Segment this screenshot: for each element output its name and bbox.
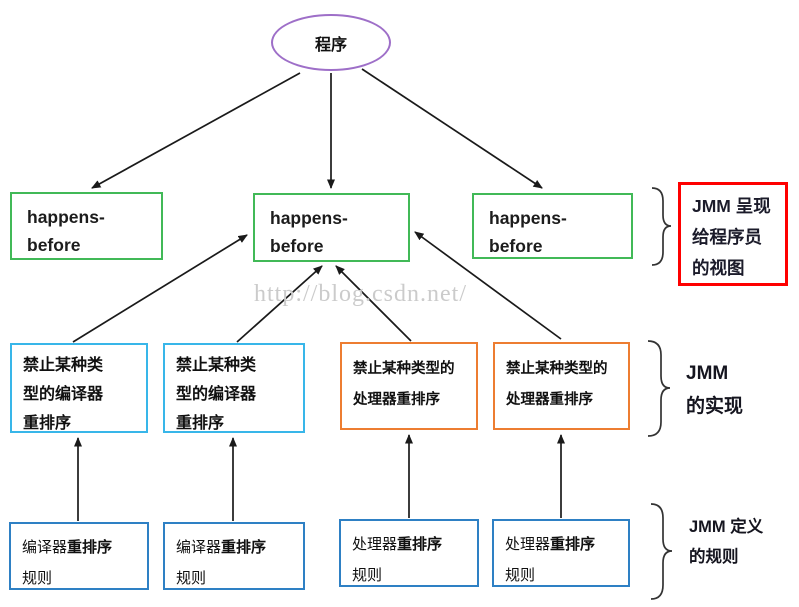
rule2-line1: 编译器重排序 xyxy=(176,532,303,563)
impl2-line2: 型的编译器 xyxy=(176,386,257,403)
impl-label-line1: JMM xyxy=(686,363,729,384)
impl-annotation: JMM 的实现 xyxy=(686,357,743,423)
impl2-line1: 禁止某种类 xyxy=(176,357,257,374)
processor-reorder-impl-box-2: 禁止某种类型的 处理器重排序 xyxy=(493,342,630,430)
happens-before-box-1: happens- before xyxy=(10,192,163,260)
rule4-line1: 处理器重排序 xyxy=(505,529,628,560)
rule1-line2: 规则 xyxy=(22,570,53,587)
view-line2: 给程序员 xyxy=(692,227,762,247)
view-annotation-box: JMM 呈现 给程序员 的视图 xyxy=(678,182,788,286)
hb2-line2: before xyxy=(270,236,324,256)
rule4-line2: 规则 xyxy=(505,567,536,584)
rules-label-line2: 的规则 xyxy=(689,548,739,566)
view-line3: 的视图 xyxy=(692,258,745,278)
rule3-pre: 处理器 xyxy=(352,536,398,553)
watermark: http://blog.csdn.net/ xyxy=(254,281,467,307)
view-line1: JMM 呈现 xyxy=(692,196,771,216)
rule4-pre: 处理器 xyxy=(505,536,551,553)
hb1-line2: before xyxy=(27,235,81,255)
rule3-line1: 处理器重排序 xyxy=(352,529,477,560)
brace-view xyxy=(651,187,672,266)
rule3-bold: 重排序 xyxy=(397,536,443,553)
impl1-line3: 重排序 xyxy=(23,415,72,432)
rule1-bold: 重排序 xyxy=(67,539,113,556)
rules-label-line1: JMM 定义 xyxy=(689,518,764,536)
program-node: 程序 xyxy=(271,14,391,71)
program-label: 程序 xyxy=(314,36,347,54)
impl1-line1: 禁止某种类 xyxy=(23,357,104,374)
arrow-program-to-hb3 xyxy=(361,68,543,189)
compiler-rule-box-2: 编译器重排序 规则 xyxy=(163,522,305,590)
rule1-pre: 编译器 xyxy=(22,539,68,556)
compiler-reorder-impl-box-2: 禁止某种类 型的编译器 重排序 xyxy=(163,343,305,433)
impl-label-line2: 的实现 xyxy=(686,396,744,417)
happens-before-box-2: happens- before xyxy=(253,193,410,262)
rules-annotation: JMM 定义 的规则 xyxy=(689,512,763,572)
impl4-line2: 处理器重排序 xyxy=(506,392,593,408)
processor-reorder-impl-box-1: 禁止某种类型的 处理器重排序 xyxy=(340,342,478,430)
happens-before-box-3: happens- before xyxy=(472,193,633,259)
hb3-line2: before xyxy=(489,236,543,256)
impl1-line2: 型的编译器 xyxy=(23,386,104,403)
rule3-line2: 规则 xyxy=(352,567,383,584)
compiler-rule-box-1: 编译器重排序 规则 xyxy=(9,522,149,590)
hb3-line1: happens- xyxy=(489,208,567,228)
rule2-pre: 编译器 xyxy=(176,539,222,556)
processor-rule-box-2: 处理器重排序 规则 xyxy=(492,519,630,587)
brace-rules xyxy=(650,503,673,600)
hb1-line1: happens- xyxy=(27,207,105,227)
impl3-line2: 处理器重排序 xyxy=(353,392,440,408)
compiler-reorder-impl-box-1: 禁止某种类 型的编译器 重排序 xyxy=(10,343,148,433)
impl4-line1: 禁止某种类型的 xyxy=(506,361,608,377)
rule1-line1: 编译器重排序 xyxy=(22,532,147,563)
rule2-bold: 重排序 xyxy=(221,539,267,556)
arrow-program-to-hb1 xyxy=(91,72,301,189)
rule2-line2: 规则 xyxy=(176,570,207,587)
processor-rule-box-1: 处理器重排序 规则 xyxy=(339,519,479,587)
rule4-bold: 重排序 xyxy=(550,536,596,553)
hb2-line1: happens- xyxy=(270,208,348,228)
impl3-line1: 禁止某种类型的 xyxy=(353,361,455,377)
brace-impl xyxy=(647,340,671,437)
impl2-line3: 重排序 xyxy=(176,415,225,432)
